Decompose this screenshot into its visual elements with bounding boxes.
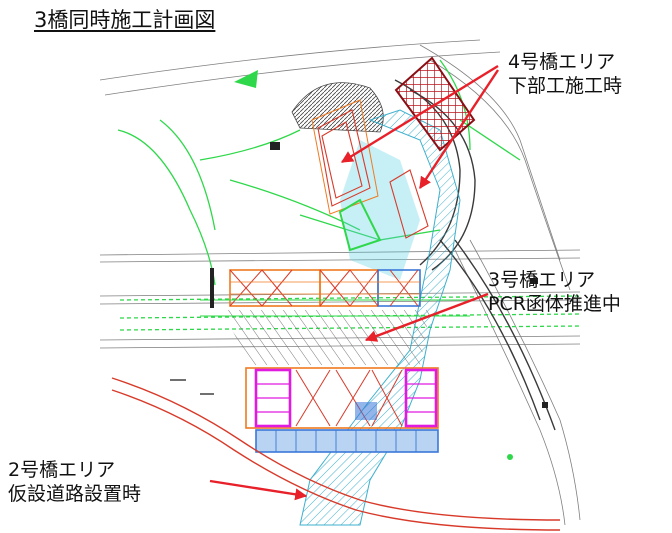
arrow-bridge4-b — [418, 69, 500, 190]
bridge2-frames — [245, 367, 439, 453]
annotation-arrows — [209, 64, 500, 501]
label-bridge2-line2: 仮設道路設置時 — [8, 483, 142, 505]
label-bridge2-line1: 2号橋エリア — [8, 459, 116, 481]
arrow-bridge2 — [209, 479, 308, 501]
label-bridge3: 3号橋エリア PCR函体推進中 — [488, 268, 621, 316]
label-bridge2: 2号橋エリア 仮設道路設置時 — [8, 458, 141, 506]
label-bridge4-line2: 下部工施工時 — [508, 75, 623, 97]
arrow-bridge3 — [364, 292, 489, 342]
diagram-title: 3橋同時施工計画図 — [34, 8, 216, 32]
arrow-bridge4-a — [340, 64, 499, 164]
label-bridge4-line1: 4号橋エリア — [508, 51, 616, 73]
label-bridge3-line2: PCR函体推進中 — [488, 293, 621, 315]
label-bridge4: 4号橋エリア 下部工施工時 — [508, 50, 622, 98]
label-bridge3-line1: 3号橋エリア — [488, 269, 596, 291]
